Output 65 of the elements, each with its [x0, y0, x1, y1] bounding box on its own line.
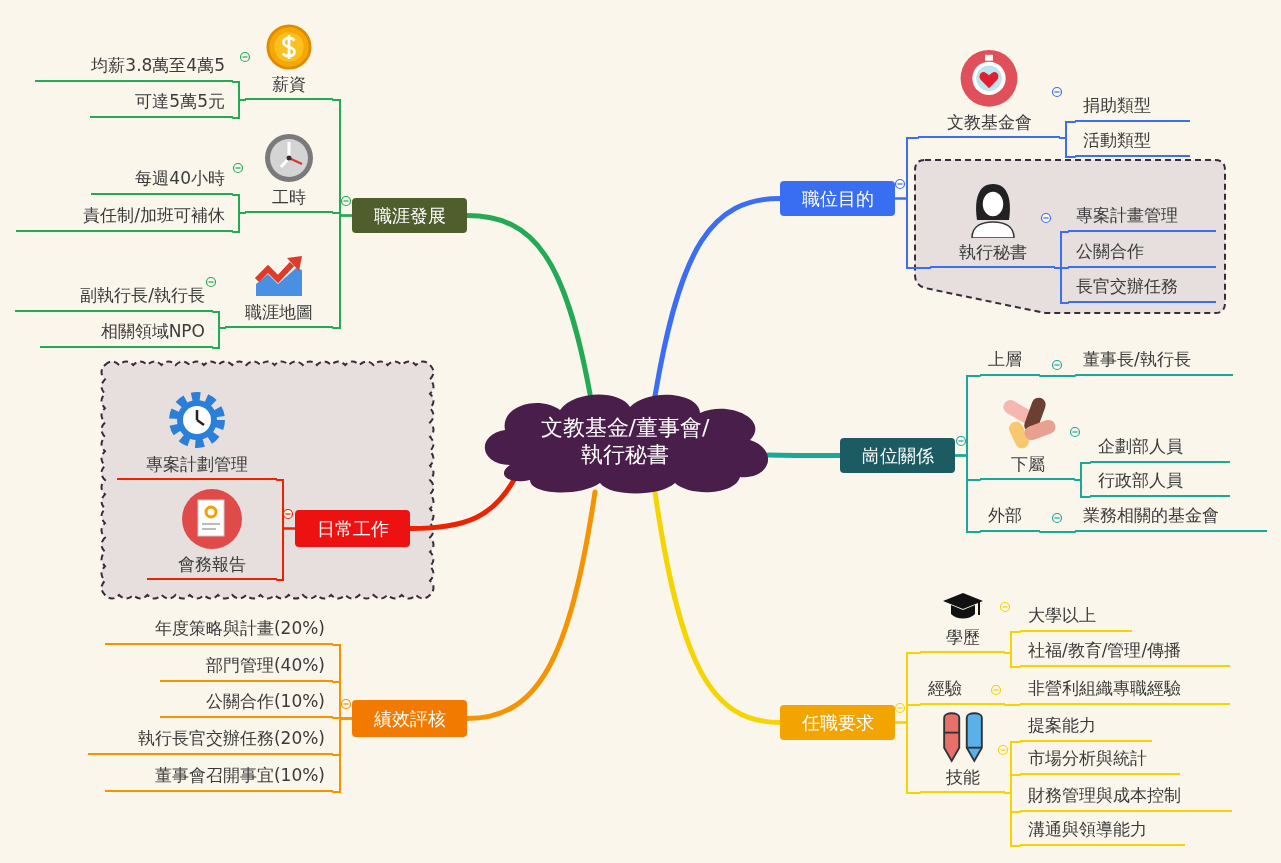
subtopic: 專案計畫管理: [1068, 202, 1216, 232]
topic-label: 執行秘書: [958, 241, 1027, 263]
topic-label: 工時: [272, 186, 306, 208]
subtopic: 均薪3.8萬至4萬5: [35, 52, 233, 82]
subtopic: 董事會召開事宜(10%): [105, 762, 333, 792]
subtopic: 部門管理(40%): [160, 652, 333, 682]
subtopic: 公關合作: [1068, 238, 1216, 268]
subtopic: 社福/教育/管理/傳播: [1020, 637, 1230, 667]
subtopic: 企劃部人員: [1090, 435, 1230, 463]
connector-line: [1039, 531, 1076, 533]
subtopic: 相關領域NPO: [40, 318, 213, 348]
connector-line: [1074, 479, 1091, 498]
icon-topic: [920, 710, 1005, 793]
main-topic-box: 績效評核: [352, 700, 467, 737]
main-topic-box: 職涯發展: [352, 198, 467, 233]
topic-label: 技能: [945, 766, 980, 788]
subtopic: 市場分析與統計: [1020, 745, 1180, 775]
topic-label: 職涯地圖: [245, 301, 313, 323]
connector-line: [894, 197, 931, 269]
subtopic: 行政部人員: [1090, 469, 1230, 497]
subtopic: 非營利組織專職經驗: [1020, 675, 1230, 705]
connector-line: [232, 99, 246, 119]
connector-line: [212, 327, 226, 349]
connector-line: [332, 717, 353, 793]
connector-line: [1004, 652, 1021, 668]
connector-line: [332, 214, 353, 329]
subtopic: 執行長官交辦任務(20%): [88, 725, 333, 755]
topic-label: 專案計劃管理: [146, 453, 248, 475]
connector-line: [1054, 267, 1069, 304]
subtopic: 董事長/執行長: [1075, 348, 1233, 376]
topic-label: 薪資: [272, 73, 306, 95]
main-topic-box: 日常工作: [295, 510, 410, 547]
topic-label: 文教基金會: [946, 111, 1032, 133]
subtopic: 溝通與領導能力: [1020, 816, 1185, 846]
subtopic: 大學以上: [1020, 602, 1132, 632]
topic-label: 下屬: [1010, 453, 1045, 475]
subtopic: 業務相關的基金會: [1075, 505, 1267, 532]
subtopic: 經驗: [920, 675, 1005, 705]
subtopic: 提案能力: [1020, 712, 1152, 742]
connector-line: [894, 721, 921, 794]
connector-line: [1004, 792, 1021, 847]
connector-line: [276, 527, 296, 581]
topic-label: 會務報告: [178, 553, 246, 575]
connector-line: [1039, 375, 1076, 377]
subtopic: 責任制/加班可補休: [16, 202, 233, 232]
main-topic-box: 職位目的: [780, 181, 895, 216]
topic-label: 學歷: [945, 626, 980, 648]
connector-line: [1004, 704, 1021, 706]
central-topic-label: 文教基金/董事會/執行秘書: [539, 413, 711, 469]
subtopic: 公關合作(10%): [160, 688, 333, 718]
subtopic: 每週40小時: [91, 165, 233, 195]
subtopic: 捐助類型: [1075, 92, 1190, 122]
connector-line: [954, 454, 981, 533]
main-topic-box: 崗位關係: [840, 438, 955, 473]
main-topic-box: 任職要求: [780, 705, 895, 740]
subtopic: 外部: [980, 505, 1040, 532]
subtopic: 長官交辦任務: [1068, 273, 1216, 303]
subtopic: 財務管理與成本控制: [1020, 782, 1232, 812]
subtopic: 副執行長/執行長: [15, 282, 213, 312]
connector-line: [1059, 137, 1076, 158]
subtopic: 活動類型: [1075, 127, 1190, 157]
subtopic: 可達5萬5元: [90, 88, 233, 118]
subtopic: 年度策略與計畫(20%): [105, 615, 333, 645]
connector-line: [232, 212, 246, 233]
subtopic: 上層: [980, 348, 1040, 376]
